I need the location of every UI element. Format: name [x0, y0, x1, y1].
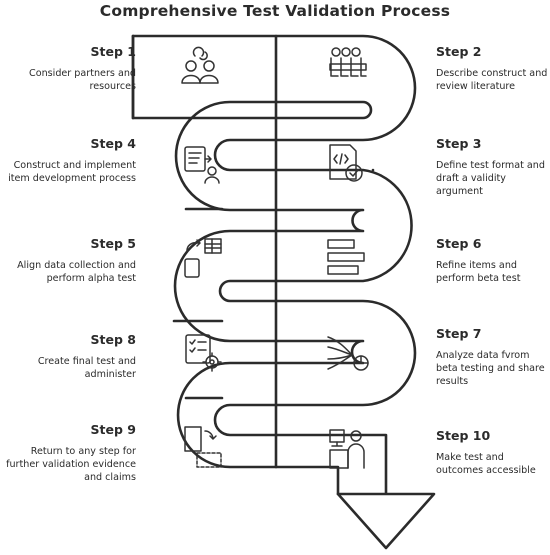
step-description: Refine items and perform beta test: [436, 260, 521, 284]
step-description: Make test and outcomes accessible: [436, 452, 536, 476]
diagram-title: Comprehensive Test Validation Process: [99, 2, 451, 20]
step-6: Step 6 Refine items and perform beta tes…: [436, 236, 548, 285]
step-description: Consider partners and resources: [29, 68, 136, 92]
step-label: Step 7: [436, 326, 482, 341]
step-10: Step 10 Make test and outcomes accessibl…: [436, 428, 548, 477]
partners-icon: [181, 46, 219, 84]
step-5: Step 5 Align data collection and perform…: [4, 236, 136, 285]
step-2: Step 2 Describe construct and review lit…: [436, 44, 548, 93]
step-description: Return to any step for further validatio…: [6, 446, 136, 483]
step-label: Step 6: [436, 236, 482, 251]
step-description: Describe construct and review literature: [436, 68, 548, 92]
step-1: Step 1 Consider partners and resources: [4, 44, 136, 93]
path-outer-edge: [131, 34, 436, 550]
step-9: Step 9 Return to any step for further va…: [4, 422, 136, 484]
step-7: Step 7 Analyze data fvrom beta testing a…: [436, 326, 548, 388]
step-label: Step 2: [436, 44, 482, 59]
revisit-icon: [184, 426, 222, 468]
step-description: Analyze data fvrom beta testing and shar…: [436, 350, 545, 387]
accessible-icon: [329, 429, 365, 469]
step-3: Step 3 Define test format and draft a va…: [436, 136, 548, 198]
step-label: Step 8: [90, 332, 136, 347]
step-label: Step 9: [90, 422, 136, 437]
meeting-icon: [329, 47, 367, 77]
step-label: Step 10: [436, 428, 491, 443]
document-check-icon: [329, 144, 363, 182]
data-transfer-icon: [184, 238, 222, 278]
step-4: Step 4 Construct and implement item deve…: [4, 136, 136, 185]
step-label: Step 3: [436, 136, 482, 151]
step-description: Construct and implement item development…: [8, 160, 136, 184]
step-8: Step 8 Create final test and administer: [4, 332, 136, 381]
step-label: Step 4: [90, 136, 136, 151]
step-description: Align data collection and perform alpha …: [17, 260, 136, 284]
analysis-icon: [327, 336, 369, 371]
path-inner-edge: [131, 34, 373, 496]
step-label: Step 5: [90, 236, 136, 251]
checklist-person-icon: [184, 146, 220, 184]
list-bars-icon: [327, 239, 365, 275]
step-description: Define test format and draft a validity …: [436, 160, 545, 197]
step-description: Create final test and administer: [37, 356, 136, 380]
step-label: Step 1: [90, 44, 136, 59]
checklist-gear-icon: [185, 334, 222, 372]
